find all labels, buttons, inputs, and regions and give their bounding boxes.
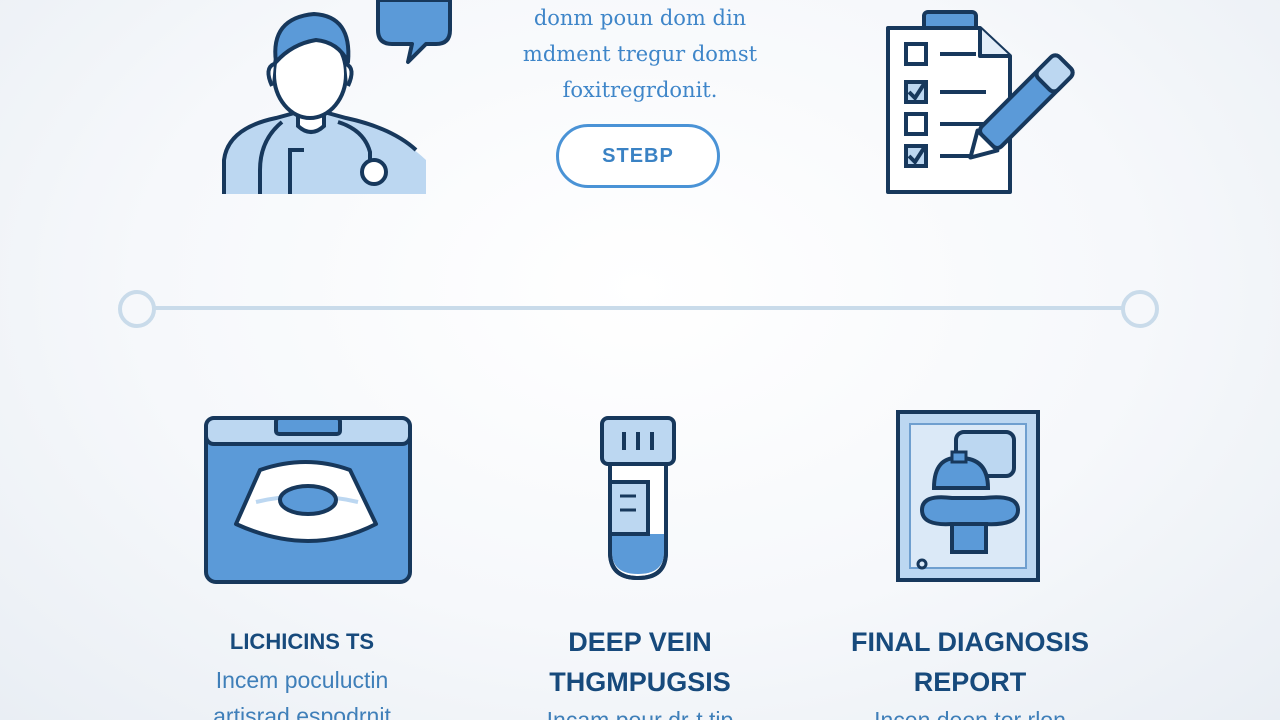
card-title-line: REPORT <box>913 667 1027 697</box>
card-title-line: THGMPUGSIS <box>549 667 731 697</box>
checklist-row <box>904 112 986 136</box>
timeline-divider <box>118 290 1159 328</box>
card-desc-line: Incem poculuctin <box>215 667 389 693</box>
intro-line: mdment tregur domst <box>522 42 758 66</box>
step-button-label: STEBP <box>602 144 674 167</box>
checklist-row <box>904 42 976 66</box>
step-button[interactable]: STEBP <box>556 124 720 188</box>
scan-report-icon <box>896 410 1040 582</box>
card-title: FINAL DIAGNOSIS REPORT <box>820 622 1120 702</box>
checklist-row <box>904 80 986 104</box>
intro-line: donm poun dom din <box>533 6 747 30</box>
card-description: Incam pour dr-t tip <box>500 702 780 720</box>
timeline-start-node <box>118 290 156 328</box>
speech-bubble-icon <box>376 0 452 64</box>
card-title-line: LICHICINS TS <box>229 629 375 654</box>
pen-icon <box>968 53 1075 160</box>
doctor-icon <box>222 0 452 194</box>
card-title: DEEP VEIN THGMPUGSIS <box>500 622 780 702</box>
card-title: LICHICINS TS <box>170 622 434 662</box>
card-description: Incem poculuctin artisrad espodrnit <box>170 662 434 720</box>
intro-text: donm poun dom din mdment tregur domst fo… <box>480 0 800 108</box>
card-desc-line: artisrad espodrnit <box>213 703 391 720</box>
checklist-row <box>904 144 976 168</box>
card-title-line: FINAL DIAGNOSIS <box>850 627 1090 657</box>
test-tube-icon <box>600 416 676 580</box>
card-desc-line: Incam pour dr-t tip <box>546 707 734 720</box>
card-description: Incen deen tor rlon <box>820 702 1120 720</box>
ultrasound-scan-icon <box>204 416 412 584</box>
timeline-end-node <box>1121 290 1159 328</box>
checklist-clipboard-icon <box>886 10 1075 194</box>
intro-line: foxitregrdonit. <box>562 78 718 102</box>
card-desc-line: Incen deen tor rlon <box>874 707 1066 720</box>
card-title-line: DEEP VEIN <box>568 627 712 657</box>
